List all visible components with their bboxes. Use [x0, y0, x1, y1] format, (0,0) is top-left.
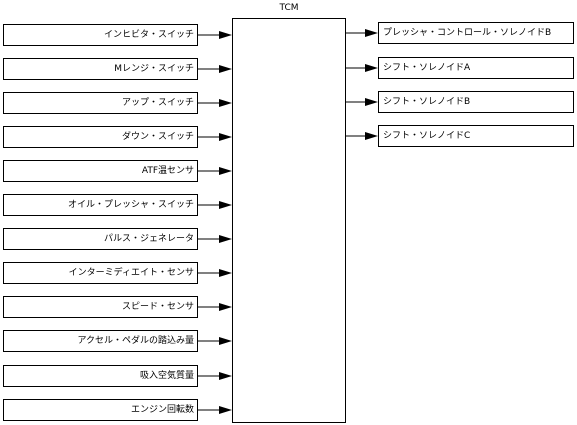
input-box-intake-air-mass: 吸入空気質量 [3, 365, 198, 387]
tcm-block [232, 18, 346, 423]
output-box-pressure-control-solenoid-b: プレッシャ・コントロール・ソレノイドB [378, 22, 574, 44]
output-label: シフト・ソレノイドA [383, 62, 471, 73]
input-label: インターミディエイト・センサ [68, 267, 194, 278]
input-box-atf-temp-sensor: ATF温センサ [3, 160, 198, 182]
input-arrow [198, 337, 232, 345]
input-arrow [198, 406, 232, 414]
input-label: エンジン回転数 [130, 404, 194, 415]
input-arrow [198, 235, 232, 243]
input-label: Mレンジ・スイッチ [114, 63, 194, 74]
output-arrow [346, 132, 378, 140]
input-box-down-switch: ダウン・スイッチ [3, 126, 198, 148]
input-arrow [198, 303, 232, 311]
output-box-shift-solenoid-c: シフト・ソレノイドC [378, 125, 574, 147]
input-arrow [198, 167, 232, 175]
input-arrow [198, 201, 232, 209]
input-arrow [198, 31, 232, 39]
input-label: インヒビタ・スイッチ [103, 29, 194, 40]
output-label: シフト・ソレノイドC [383, 130, 471, 141]
output-arrow [346, 29, 378, 37]
tcm-title: TCM [279, 3, 299, 13]
input-label: アップ・スイッチ [121, 97, 194, 108]
input-arrow [198, 65, 232, 73]
input-box-engine-speed: エンジン回転数 [3, 399, 198, 421]
output-box-shift-solenoid-b: シフト・ソレノイドB [378, 91, 574, 113]
input-box-inhibitor-switch: インヒビタ・スイッチ [3, 24, 198, 46]
input-label: アクセル・ペダルの踏込み量 [77, 335, 194, 346]
input-box-up-switch: アップ・スイッチ [3, 92, 198, 114]
input-box-intermediate-sensor: インターミディエイト・センサ [3, 262, 198, 284]
input-label: スピード・センサ [121, 301, 194, 312]
input-box-pulse-generator: パルス・ジェネレータ [3, 228, 198, 250]
output-label: プレッシャ・コントロール・ソレノイドB [383, 27, 552, 38]
output-box-shift-solenoid-a: シフト・ソレノイドA [378, 57, 574, 79]
input-label: ATF温センサ [141, 165, 194, 176]
input-label: パルス・ジェネレータ [103, 233, 194, 244]
input-arrow [198, 269, 232, 277]
input-box-m-range-switch: Mレンジ・スイッチ [3, 58, 198, 80]
output-label: シフト・ソレノイドB [383, 96, 471, 107]
input-label: 吸入空気質量 [139, 370, 194, 381]
input-label: オイル・プレッシャ・スイッチ [67, 199, 194, 210]
input-arrow [198, 133, 232, 141]
input-box-speed-sensor: スピード・センサ [3, 296, 198, 318]
input-box-accelerator-pedal: アクセル・ペダルの踏込み量 [3, 330, 198, 352]
input-label: ダウン・スイッチ [121, 131, 194, 142]
output-arrow [346, 98, 378, 106]
input-arrow [198, 99, 232, 107]
output-arrow [346, 64, 378, 72]
input-arrow [198, 372, 232, 380]
input-box-oil-pressure-switch: オイル・プレッシャ・スイッチ [3, 194, 198, 216]
